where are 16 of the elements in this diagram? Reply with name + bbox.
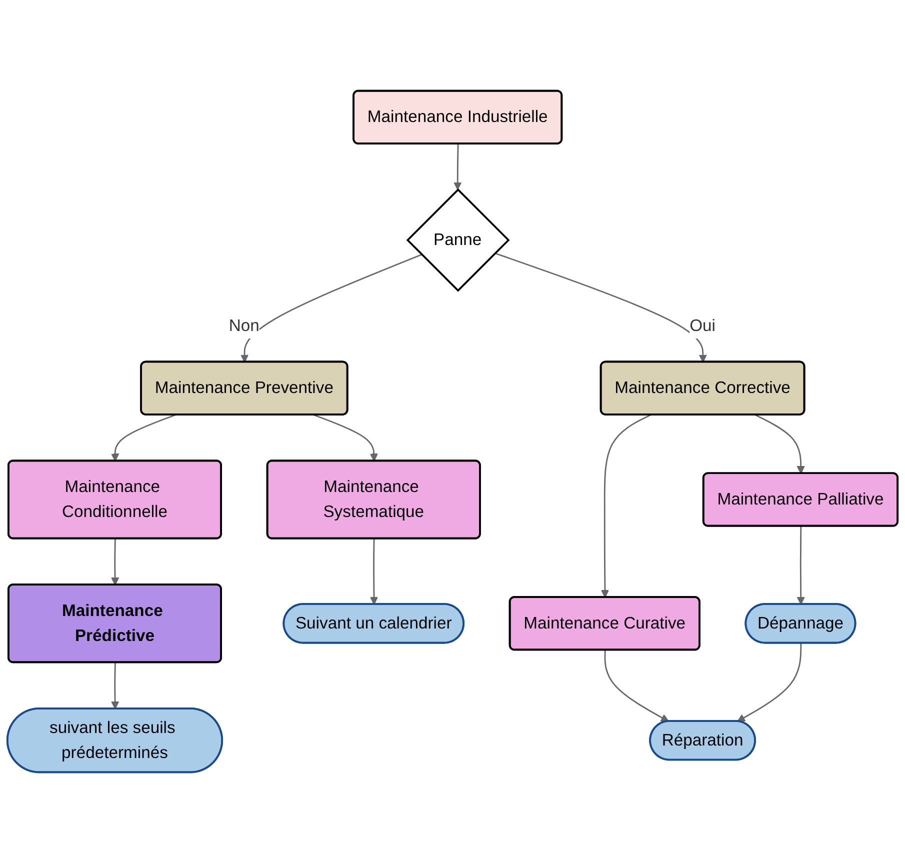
arrow [313,414,378,462]
arrow [240,254,422,363]
edge-label: Non [228,316,260,335]
arrow [454,144,462,190]
arrow [494,252,707,363]
node-diamond: Panne [406,188,510,292]
arrow [754,414,805,474]
arrow [111,538,120,586]
arrow [111,662,120,710]
arrow [600,414,652,598]
arrow [737,643,802,722]
edge-label: Oui [690,316,716,335]
arrow [604,650,669,722]
arrow [370,538,378,605]
arrow [111,414,176,462]
arrow [796,526,805,605]
